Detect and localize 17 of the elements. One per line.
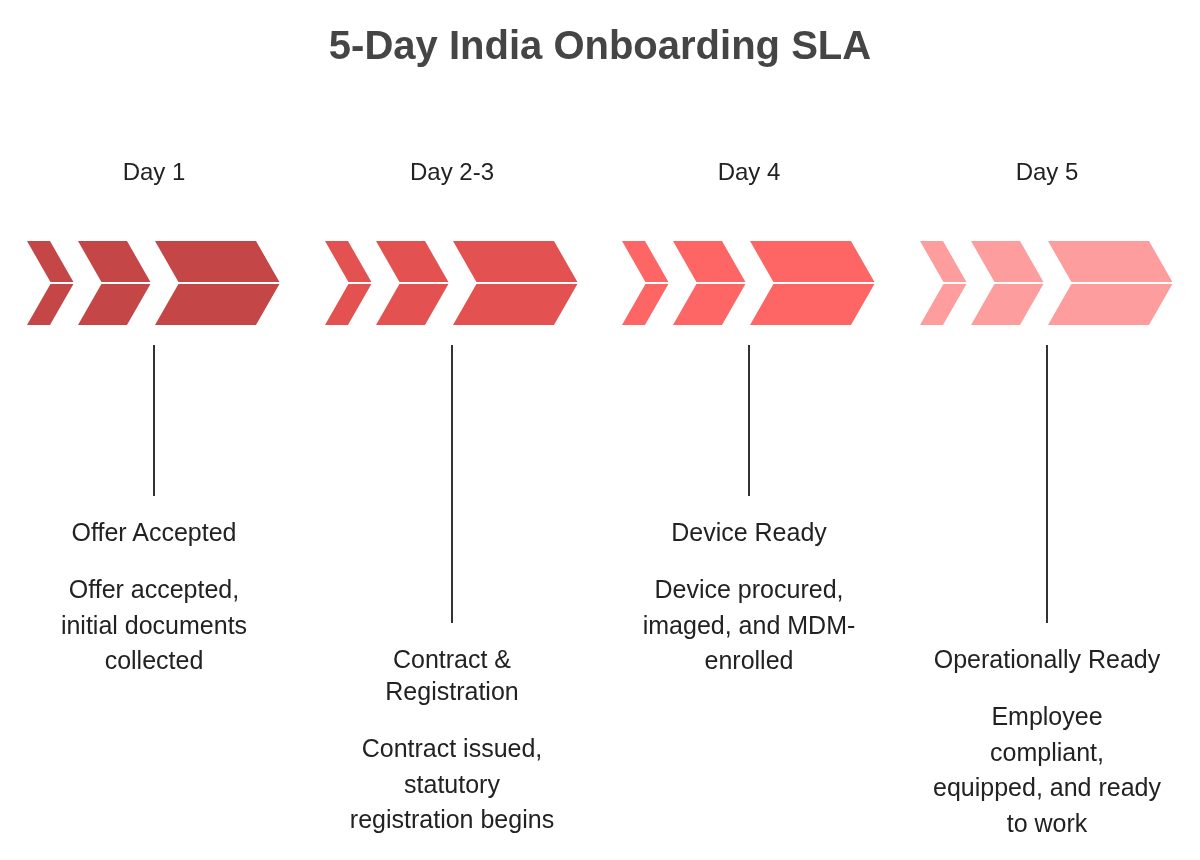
connector-line [1046,344,1048,624]
milestone-title: Offer Accepted [71,517,237,548]
milestone-description: Device procured, imaged, and MDM-enrolled [641,574,857,676]
day-label: Day 4 [717,158,781,186]
day-label: Day 2-3 [410,158,494,186]
milestone-description: Contract issued, statutory registration begins [349,733,555,835]
milestone-title: Contract & Registration [385,644,519,707]
day-label: Day 5 [1015,158,1079,186]
milestone-description: Offer accepted, initial documents collected [60,574,248,676]
diagram-title: 5-Day India Onboarding SLA [328,22,872,69]
milestone-title: Operationally Ready [933,644,1161,675]
milestone-title: Device Ready [671,517,827,548]
connector-line [153,344,155,497]
day-label: Day 1 [122,158,186,186]
milestone-description: Employee compliant, equipped, and ready to work [933,701,1161,839]
connector-line [748,344,750,497]
connector-line [451,344,453,624]
